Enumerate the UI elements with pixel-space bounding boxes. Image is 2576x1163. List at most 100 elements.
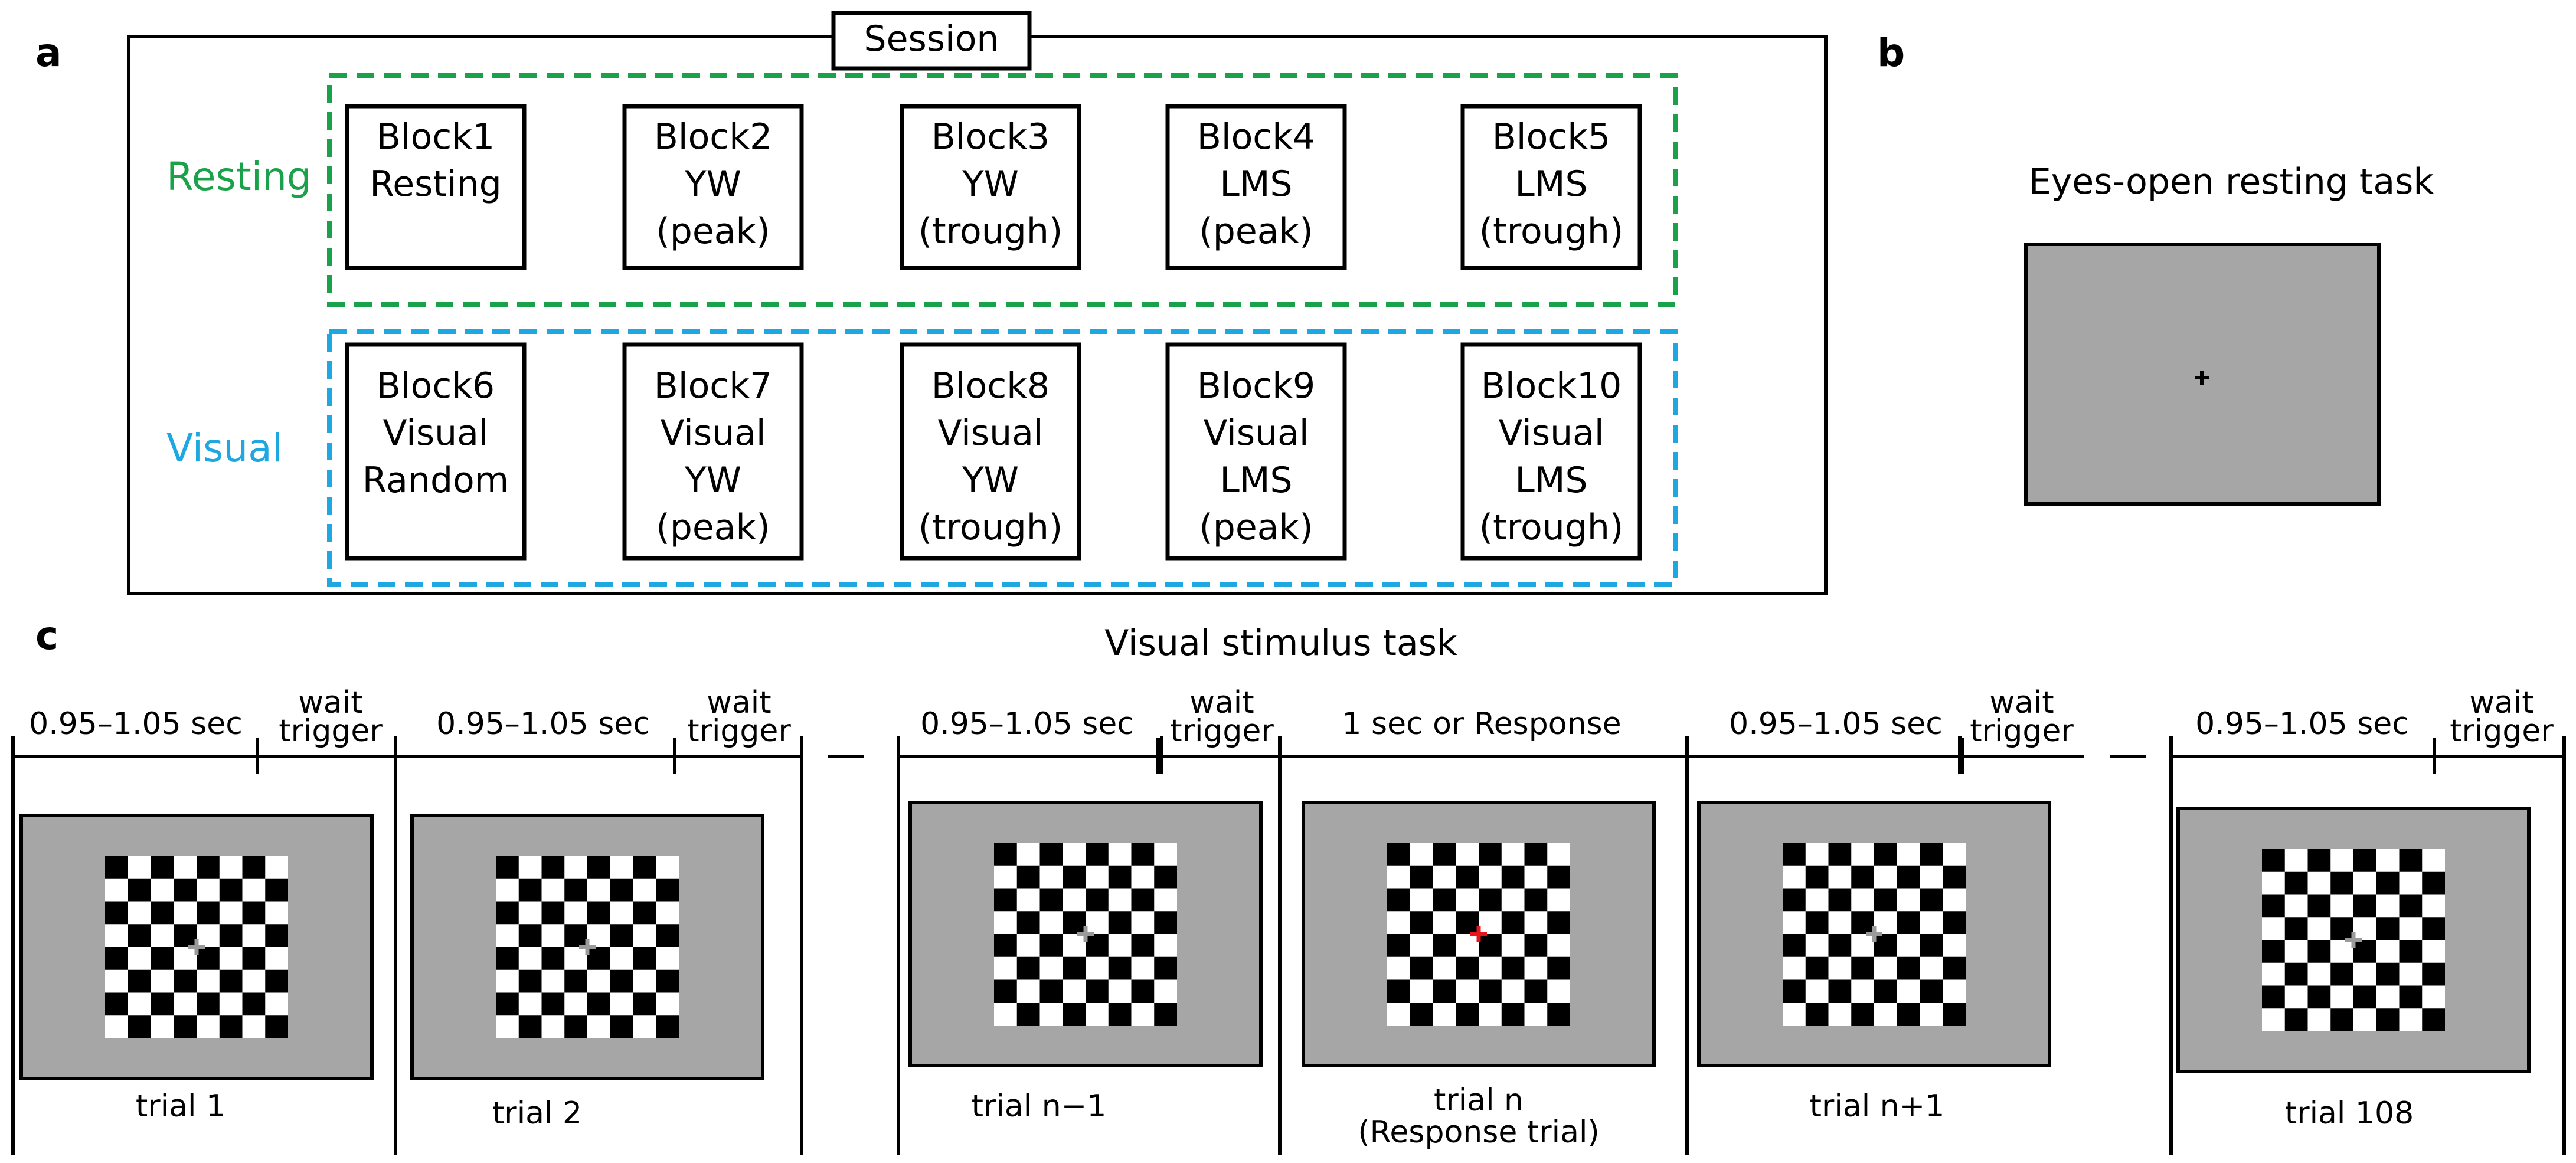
block-text: YW	[684, 163, 741, 205]
trigger-label: trigger	[1970, 713, 2074, 749]
trial-label: trial n	[1434, 1083, 1524, 1118]
wait-label: wait	[707, 685, 771, 720]
fixation-cross	[1470, 926, 1487, 942]
wait-label: wait	[1989, 685, 2054, 720]
resting-fixation-cross	[2195, 371, 2209, 385]
block-text: Visual	[1498, 412, 1604, 454]
trial-screen: trial n−1	[908, 801, 1263, 1124]
block-text: Visual	[1203, 412, 1309, 454]
group-resting: RestingBlock1RestingBlock2YW(peak)Block3…	[166, 73, 1678, 307]
block-text: Resting	[370, 163, 501, 205]
fixation-cross	[579, 939, 596, 955]
block-text: YW	[962, 163, 1019, 205]
trial-label: trial n−1	[972, 1089, 1107, 1124]
session-title-box	[831, 11, 1032, 71]
trials: trial 1 trial 2 trial n−1 trial n(Response …	[19, 801, 2531, 1150]
visual-task-title: Visual stimulus task	[1104, 623, 1457, 664]
block-text: (trough)	[1479, 507, 1624, 548]
fixation-cross	[1077, 926, 1094, 942]
wait-label: wait	[298, 685, 362, 720]
trial-label: (Response trial)	[1358, 1115, 1599, 1150]
block-outline	[1460, 104, 1642, 270]
block-text: (peak)	[1199, 211, 1313, 252]
session-groups: RestingBlock1RestingBlock2YW(peak)Block3…	[166, 73, 1678, 587]
block-text: (peak)	[656, 507, 770, 548]
trial-screen: trial n+1	[1697, 801, 2051, 1124]
jitter-label: 0.95–1.05 sec	[920, 706, 1134, 742]
group-visual: VisualBlock6VisualRandomBlock7VisualYW(p…	[166, 329, 1678, 587]
checkerboard	[105, 856, 288, 1038]
trial-screen: trial 2	[410, 814, 764, 1131]
trigger-label: trigger	[279, 713, 383, 749]
wait-label: wait	[2469, 685, 2533, 720]
block-outline	[1460, 342, 1642, 561]
block-text: Block7	[654, 365, 772, 407]
group-outline	[327, 329, 1678, 587]
block-text: Block3	[931, 116, 1050, 158]
jitter-label: 0.95–1.05 sec	[2195, 706, 2409, 742]
timeline: 0.95–1.05 sec 0.95–1.05 sec 0.95–1.05 sec 0…	[11, 685, 2566, 1155]
block-text: YW	[684, 460, 741, 501]
block-text: Block10	[1481, 365, 1622, 407]
block-text: (trough)	[918, 507, 1063, 548]
trial-screen: trial 1	[19, 814, 374, 1124]
block-text: (peak)	[656, 211, 770, 252]
fixation-cross	[2345, 932, 2362, 948]
checkerboard	[496, 856, 679, 1038]
block-text: Random	[362, 460, 509, 501]
block-text: Block4	[1197, 116, 1315, 158]
block-outline	[345, 342, 527, 561]
trial-screen: trial n(Response trial)	[1302, 801, 1656, 1150]
response-window-label: 1 sec or Response	[1342, 706, 1621, 742]
block-text: Visual	[383, 412, 488, 454]
block-text: (trough)	[918, 211, 1063, 252]
block-text: YW	[962, 460, 1019, 501]
block-text: Visual	[660, 412, 766, 454]
block-text: Visual	[937, 412, 1043, 454]
trial-label: trial 1	[136, 1089, 225, 1124]
block-text: LMS	[1515, 460, 1587, 501]
trigger-label: trigger	[1170, 713, 1274, 749]
block-outline	[1165, 104, 1347, 270]
panel-label-a: a	[35, 30, 62, 76]
block-outline	[345, 104, 527, 270]
block-text: (peak)	[1199, 507, 1313, 548]
block-outline	[900, 104, 1081, 270]
wait-label: wait	[1189, 685, 1254, 720]
block-text: Block6	[377, 365, 495, 407]
block-outline	[900, 342, 1081, 561]
block-text: Block8	[931, 365, 1050, 407]
jitter-label: 0.95–1.05 sec	[1729, 706, 1943, 742]
jitter-label: 0.95–1.05 sec	[29, 706, 243, 742]
resting-task-title: Eyes-open resting task	[2029, 161, 2434, 202]
group-label: Resting	[166, 154, 312, 199]
fixation-cross	[188, 939, 205, 955]
block-text: Block9	[1197, 365, 1315, 407]
fixation-cross	[1866, 926, 1882, 942]
block-outline	[1165, 342, 1347, 561]
group-label: Visual	[166, 425, 283, 471]
block-text: Block5	[1492, 116, 1610, 158]
trigger-label: trigger	[687, 713, 791, 749]
panel-label-b: b	[1877, 30, 1905, 76]
panel-label-c: c	[35, 613, 58, 659]
block-text: LMS	[1220, 163, 1292, 205]
block-text: Block2	[654, 116, 772, 158]
block-text: (trough)	[1479, 211, 1624, 252]
block-outline	[622, 342, 804, 561]
trial-screen: trial 108	[2176, 807, 2531, 1131]
block-text: LMS	[1515, 163, 1587, 205]
session-title: Session	[864, 18, 999, 60]
jitter-label: 0.95–1.05 sec	[436, 706, 650, 742]
